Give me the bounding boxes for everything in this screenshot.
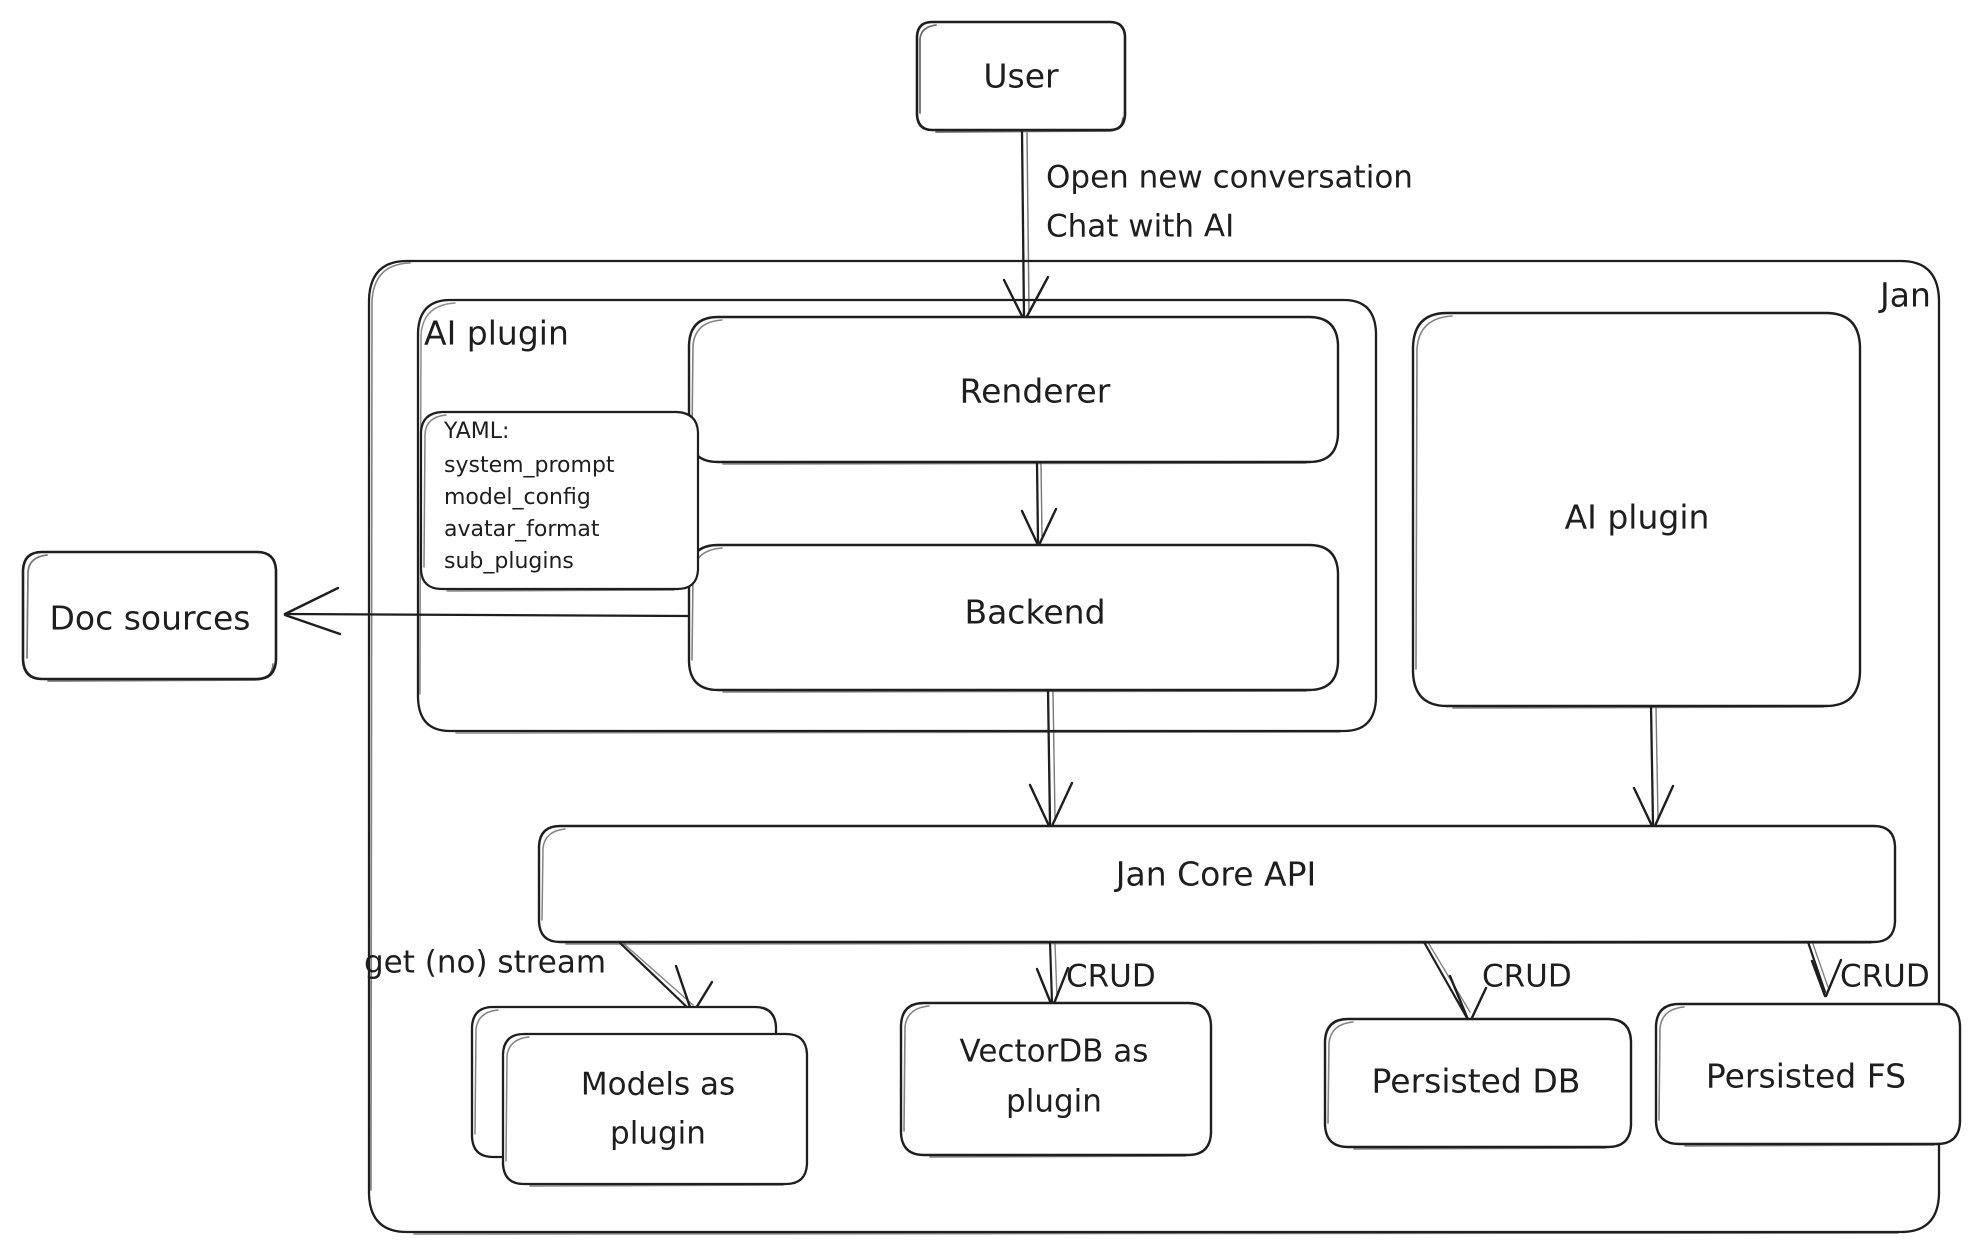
edge-label-get-no-stream: get (no) stream	[364, 945, 606, 981]
edge-core-api-to-vectordb	[1035, 940, 1070, 1008]
container-ai-plugin-group-label: AI plugin	[424, 314, 569, 353]
node-models-as-plugin-line2: plugin	[610, 1116, 706, 1152]
container-jan-label: Jan	[1878, 276, 1931, 315]
edge-label-open-new-conversation: Open new conversation	[1046, 160, 1413, 196]
yaml-line-1: system_prompt	[444, 453, 615, 478]
node-ai-plugin-right-label: AI plugin	[1565, 498, 1710, 537]
yaml-line-4: sub_plugins	[444, 549, 574, 574]
edge-backend-to-core-api	[1028, 688, 1074, 830]
node-ai-plugin-right[interactable]	[1411, 311, 1862, 709]
node-backend-label: Backend	[964, 593, 1105, 632]
node-models-as-plugin-line1: Models as	[581, 1067, 735, 1103]
yaml-line-2: model_config	[444, 485, 591, 510]
node-jan-core-api[interactable]	[537, 824, 1897, 945]
node-renderer[interactable]	[687, 315, 1340, 465]
card-yaml-config	[419, 410, 700, 592]
node-doc-sources-label: Doc sources	[49, 599, 250, 638]
node-doc-sources[interactable]	[21, 550, 278, 682]
edge-renderer-to-backend	[1020, 460, 1058, 547]
node-user[interactable]	[915, 20, 1127, 133]
edge-label-crud-persisted-fs: CRUD	[1840, 959, 1930, 995]
node-vectordb-as-plugin-line1: VectorDB as	[960, 1034, 1149, 1070]
node-user-label: User	[983, 57, 1059, 96]
yaml-line-3: avatar_format	[444, 517, 600, 542]
node-vectordb-as-plugin[interactable]	[899, 1001, 1213, 1158]
yaml-line-0: YAML:	[443, 419, 509, 444]
edge-core-api-to-persisted-db	[1422, 940, 1488, 1024]
node-persisted-fs[interactable]	[1654, 1002, 1962, 1147]
edge-core-api-to-persisted-fs	[1806, 940, 1843, 998]
edge-label-crud-persisted-db: CRUD	[1482, 959, 1572, 995]
node-vectordb-as-plugin-line2: plugin	[1006, 1084, 1102, 1120]
node-renderer-label: Renderer	[960, 372, 1111, 411]
edge-label-chat-with-ai: Chat with AI	[1046, 209, 1234, 245]
edge-ai-plugin-to-core-api	[1632, 704, 1675, 830]
node-persisted-fs-label: Persisted FS	[1706, 1057, 1906, 1096]
edge-user-to-renderer	[1002, 129, 1050, 322]
node-jan-core-api-label: Jan Core API	[1114, 855, 1316, 894]
node-persisted-db[interactable]	[1323, 1017, 1633, 1150]
node-models-as-plugin[interactable]	[470, 1005, 809, 1187]
edge-backend-to-doc-sources	[283, 586, 691, 636]
edge-label-crud-vectordb: CRUD	[1066, 959, 1156, 995]
node-persisted-db-label: Persisted DB	[1372, 1062, 1581, 1101]
